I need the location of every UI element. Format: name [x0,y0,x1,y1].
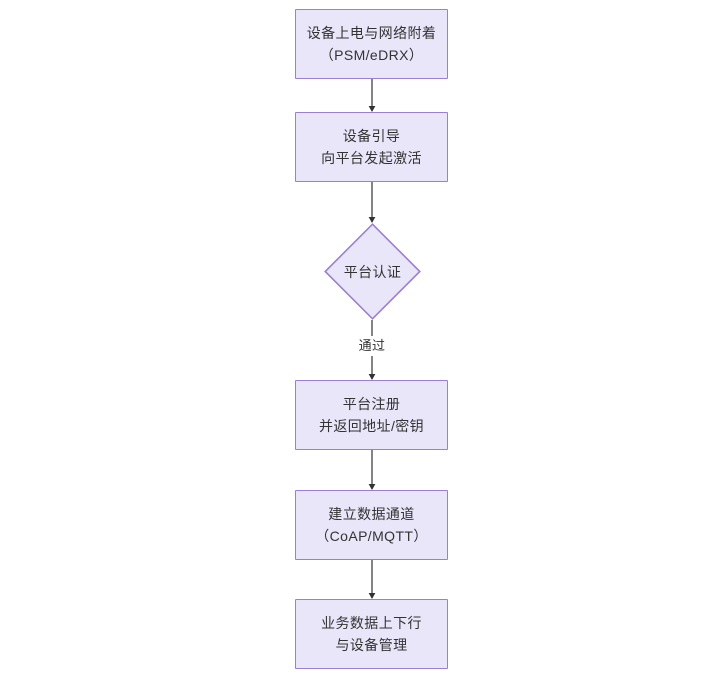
node-line: 业务数据上下行 [321,615,422,631]
node-platform-authentication[interactable]: 平台认证 [324,223,421,320]
edge-label-pass: 通过 [355,336,389,356]
node-line: 向平台发起激活 [321,150,422,166]
node-line: 设备上电与网络附着 [306,25,437,41]
node-line: 设备引导 [342,128,401,144]
diamond-shape-icon [324,223,421,320]
node-establish-data-channel[interactable]: 建立数据通道 （CoAP/MQTT） [295,490,448,560]
node-line: 建立数据通道 [328,506,415,522]
node-device-bootstrap[interactable]: 设备引导 向平台发起激活 [295,112,448,182]
node-device-power-on[interactable]: 设备上电与网络附着 （PSM/eDRX） [295,9,448,79]
node-line: 平台认证 [343,263,402,280]
node-line: （PSM/eDRX） [319,47,424,63]
node-line: 并返回地址/密钥 [318,418,425,434]
node-business-data-and-device-management[interactable]: 业务数据上下行 与设备管理 [295,599,448,669]
node-line: 与设备管理 [335,637,408,653]
node-line: 平台注册 [342,396,401,412]
node-platform-registration[interactable]: 平台注册 并返回地址/密钥 [295,380,448,450]
node-line: （CoAP/MQTT） [315,528,428,544]
